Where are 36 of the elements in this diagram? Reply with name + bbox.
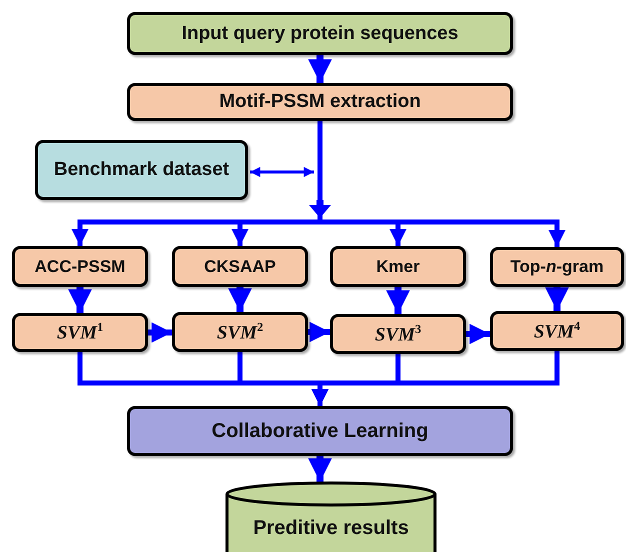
node-label: SVM$^{2}$ <box>216 320 264 344</box>
node-label: Collaborative Learning <box>212 420 428 442</box>
arrow <box>228 287 252 312</box>
node-label: Input query protein sequences <box>182 22 458 44</box>
node-label: Motif-PSSM extraction <box>219 91 421 113</box>
node-label: Kmer <box>376 256 420 276</box>
arrow <box>148 322 172 343</box>
process-box <box>12 246 148 287</box>
arrow <box>250 166 314 178</box>
arrow <box>545 287 569 311</box>
arrow <box>466 324 490 344</box>
process-box <box>330 246 466 287</box>
process-box <box>127 12 513 55</box>
arrow <box>386 287 410 314</box>
process-box <box>127 406 513 456</box>
process-box <box>490 311 624 351</box>
process-box <box>172 246 308 287</box>
arrow <box>68 287 92 313</box>
arrow <box>308 55 332 83</box>
node-label: SVM$^{3}$ <box>374 322 422 346</box>
node-label: Benchmark dataset <box>54 159 230 181</box>
node-label: SVM$^{4}$ <box>534 320 580 342</box>
database-cylinder <box>225 482 437 552</box>
node-label: SVM$^{1}$ <box>56 321 104 344</box>
process-box <box>490 247 624 287</box>
node-label: CKSAAP <box>204 256 276 276</box>
node-label: Top-n-gram <box>510 257 604 277</box>
arrow <box>308 456 332 482</box>
node-label: Preditive results <box>253 516 409 540</box>
process-box <box>127 83 513 121</box>
process-box <box>330 314 466 354</box>
node-label: ACC-PSSM <box>34 256 126 276</box>
process-box <box>35 140 248 200</box>
process-box <box>12 313 148 352</box>
process-box <box>172 312 308 352</box>
arrow <box>308 322 330 342</box>
